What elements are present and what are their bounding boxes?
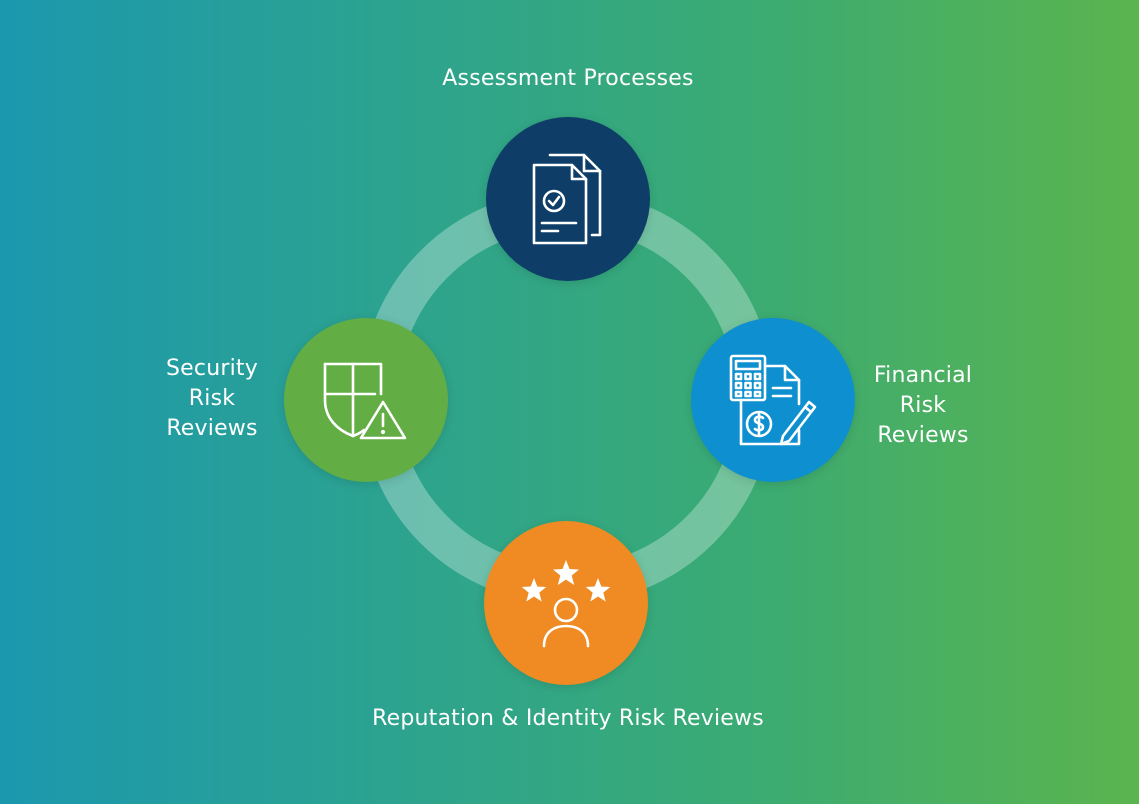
person-stars-icon (521, 560, 611, 648)
security-risk-reviews-label-line-1: Security (166, 356, 258, 381)
security-risk-reviews-label-line-2: Risk (188, 386, 236, 411)
financial-risk-reviews-node (691, 318, 855, 482)
financial-risk-reviews-label: Financial Risk Reviews (850, 361, 996, 451)
assessment-processes-label: Assessment Processes (368, 64, 768, 94)
reputation-identity-risk-reviews-label: Reputation & Identity Risk Reviews (318, 704, 818, 734)
assessment-processes-label-line: Assessment Processes (442, 66, 694, 91)
reputation-identity-risk-reviews-label-line: Reputation & Identity Risk Reviews (372, 706, 764, 731)
shield-warning-icon (323, 362, 407, 440)
calculator-invoice-icon (729, 354, 817, 446)
documents-check-icon (532, 153, 602, 245)
financial-risk-reviews-label-line-2: Risk (899, 393, 947, 418)
security-risk-reviews-label: Security Risk Reviews (140, 354, 284, 444)
security-risk-reviews-label-line-3: Reviews (166, 416, 258, 441)
reputation-identity-risk-reviews-node (484, 521, 648, 685)
assessment-processes-node (486, 117, 650, 281)
security-risk-reviews-node (284, 318, 448, 482)
financial-risk-reviews-label-line-3: Reviews (877, 423, 969, 448)
financial-risk-reviews-label-line-1: Financial (873, 363, 973, 388)
